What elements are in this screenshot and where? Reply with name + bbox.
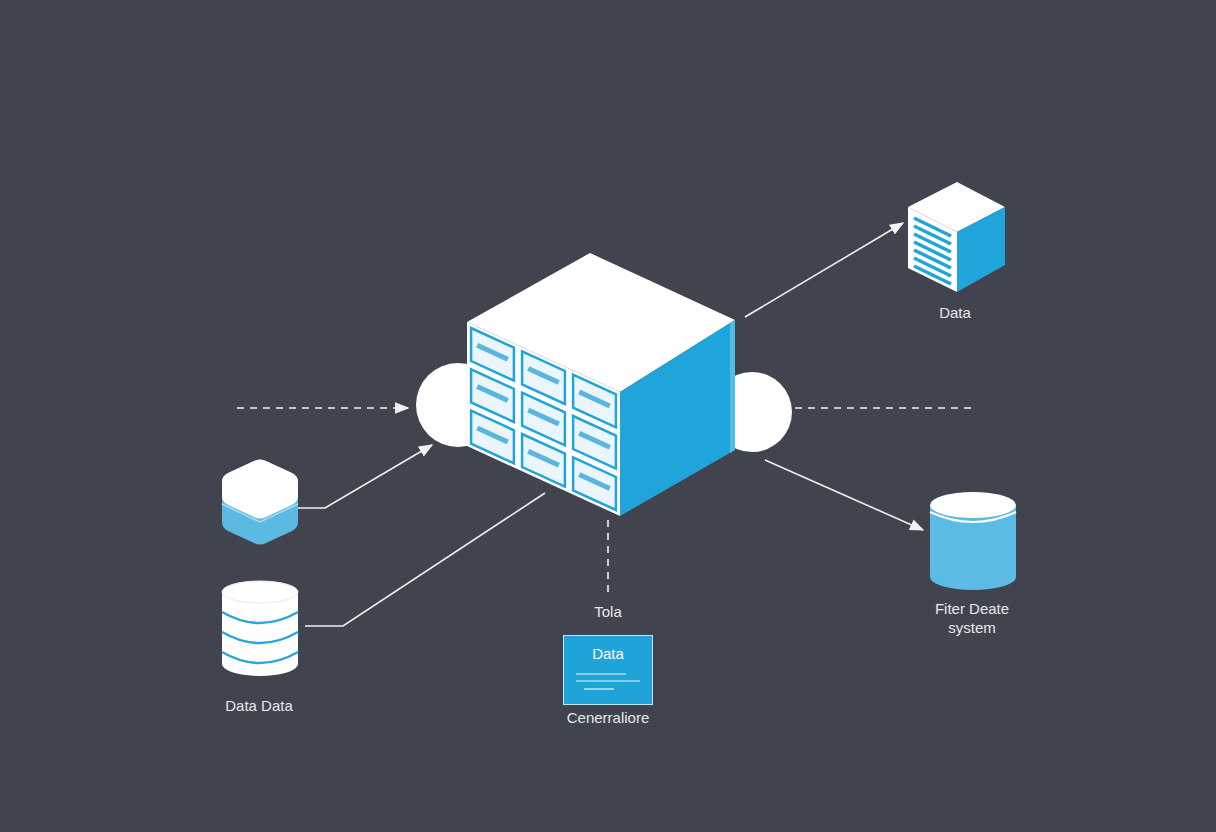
node-label: Data Data [198,696,320,715]
dashed-arrow [237,407,408,409]
panel-slot [528,410,559,424]
arrow-line [745,223,903,317]
node-label: Cenerraliore [550,708,666,727]
storage-cube: Data [895,175,1015,330]
link-line [305,493,545,626]
rack-panel [471,411,514,464]
data-card: DataCenerraliore [550,632,666,732]
card-title: Data [564,644,652,663]
server-cube [467,253,735,516]
dashed-line [607,520,609,598]
panel-slot [477,345,508,359]
panel-slot [477,428,508,442]
rack-panel [573,457,616,510]
arrow-line [765,460,923,530]
panel-slot [579,392,610,406]
node-label: Fiter Deate system [912,599,1032,637]
line-label: Tola [591,602,625,621]
database-cylinder: Fiter Deate system [912,488,1032,638]
panel-slot [477,387,508,401]
panel-slot [528,369,559,383]
storage-icon [222,460,298,545]
panel-slot [579,475,610,489]
arrow-line [298,445,432,508]
database-stack: Data Data [198,578,320,718]
panel-slot [579,433,610,447]
dashed-line [795,407,975,409]
rack-panel [522,434,565,487]
panel-slot [528,451,559,465]
data-card-box: Data [563,635,653,705]
node-label: Data [895,303,1015,322]
